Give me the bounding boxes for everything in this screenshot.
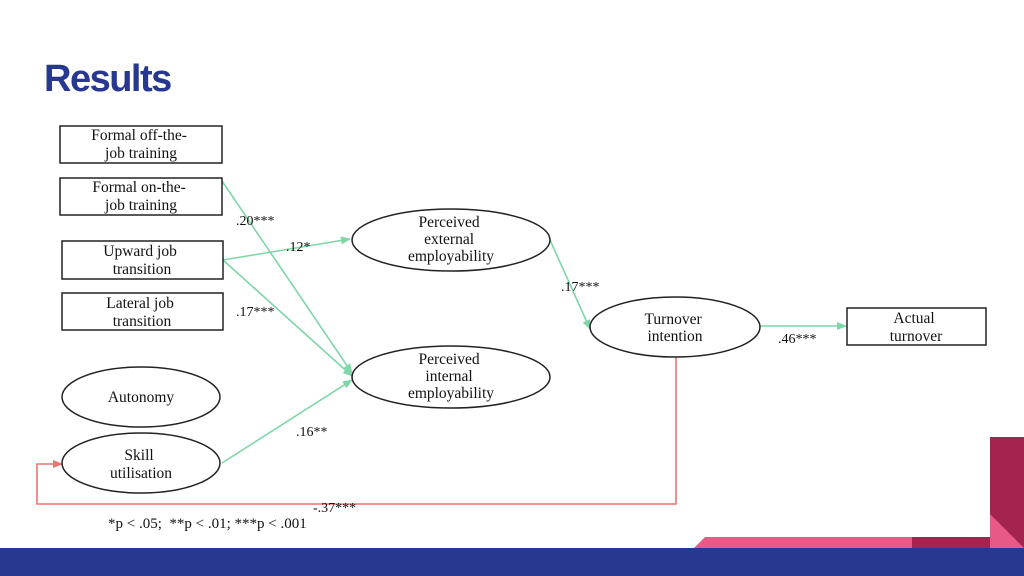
path-on-job-to-internal bbox=[221, 180, 353, 374]
node-label-line: transition bbox=[113, 313, 172, 330]
node-label-line: Perceived bbox=[419, 214, 480, 231]
path-upward-to-external bbox=[222, 236, 351, 261]
path-skill-to-internal bbox=[221, 379, 353, 464]
node-label-line: Turnover bbox=[644, 311, 702, 328]
node-label-line: Formal on-the- bbox=[92, 179, 185, 196]
slide-title: Results bbox=[44, 58, 172, 100]
accent-maroon-strip bbox=[803, 537, 1024, 548]
node-perceived-internal-employability: Perceived internal employability bbox=[351, 345, 551, 409]
significance-footnote: *p < .05; **p < .01; ***p < .001 bbox=[108, 516, 307, 532]
node-label-line: employability bbox=[408, 248, 494, 265]
svg-text:Perceived external: Perceived external employability bbox=[408, 214, 494, 265]
svg-text:Formal on-the- job train: Formal on-the- job training bbox=[92, 179, 189, 214]
node-label-line: internal bbox=[425, 368, 472, 385]
diagram-paths bbox=[36, 180, 847, 505]
node-skill-utilisation: Skill utilisation bbox=[61, 432, 221, 494]
node-label-line: transition bbox=[113, 261, 172, 278]
svg-text:Perceived internal: Perceived internal employability bbox=[408, 351, 494, 402]
svg-text:Upward job transition: Upward job transition bbox=[103, 243, 181, 278]
node-formal-off-job: Formal off-the- job training bbox=[59, 125, 223, 164]
coef-skill-to-intention: -.37*** bbox=[313, 501, 356, 516]
node-formal-on-job: Formal on-the- job training bbox=[59, 177, 223, 216]
node-label-line: Upward job bbox=[103, 243, 177, 260]
node-label-line: turnover bbox=[890, 328, 943, 345]
node-label-line: employability bbox=[408, 385, 494, 402]
node-label-line: Perceived bbox=[419, 351, 480, 368]
node-perceived-external-employability: Perceived external employability bbox=[351, 208, 551, 272]
node-label-line: Formal off-the- bbox=[91, 127, 187, 144]
node-label-line: Skill bbox=[124, 447, 153, 464]
svg-text:Formal off-the- job trai: Formal off-the- job training bbox=[91, 127, 191, 162]
coef-intention-to-actual: .46*** bbox=[778, 332, 817, 347]
node-label-line: intention bbox=[647, 328, 702, 345]
node-turnover-intention: Turnover intention bbox=[589, 296, 761, 358]
node-autonomy: Autonomy bbox=[61, 366, 221, 428]
path-upward-to-internal bbox=[222, 259, 353, 377]
node-lateral-job-transition: Lateral job transition bbox=[61, 292, 224, 331]
svg-text:Skill utilisation: Skill utilisation bbox=[110, 447, 172, 482]
svg-text:Lateral job transition: Lateral job transition bbox=[106, 295, 177, 330]
node-label-line: job training bbox=[104, 197, 177, 214]
coef-upward-to-external: .12* bbox=[286, 240, 311, 255]
coef-upward-to-internal: .17*** bbox=[236, 305, 275, 320]
svg-text:Turnover intention: Turnover intention bbox=[644, 311, 705, 345]
node-label-line: utilisation bbox=[110, 465, 172, 482]
node-label-line: external bbox=[424, 231, 474, 248]
node-label-line: job training bbox=[104, 145, 177, 162]
path-skill-to-intention bbox=[36, 357, 677, 505]
coef-skill-to-internal: .16** bbox=[296, 425, 328, 440]
node-actual-turnover: Actual turnover bbox=[846, 307, 987, 346]
node-label-line: Lateral job bbox=[106, 295, 174, 312]
svg-text:Actual turnover: Actual turnover bbox=[890, 310, 943, 345]
path-external-to-intention bbox=[549, 239, 591, 330]
node-label-line: Autonomy bbox=[108, 389, 175, 406]
node-label-line: Actual bbox=[893, 310, 934, 327]
bottom-bar bbox=[0, 548, 1024, 576]
node-upward-job-transition: Upward job transition bbox=[61, 240, 224, 280]
coef-on-job-to-internal: .20*** bbox=[236, 214, 275, 229]
coef-external-to-intention: .17*** bbox=[561, 280, 600, 295]
svg-text:Autonomy: Autonomy bbox=[108, 389, 175, 406]
